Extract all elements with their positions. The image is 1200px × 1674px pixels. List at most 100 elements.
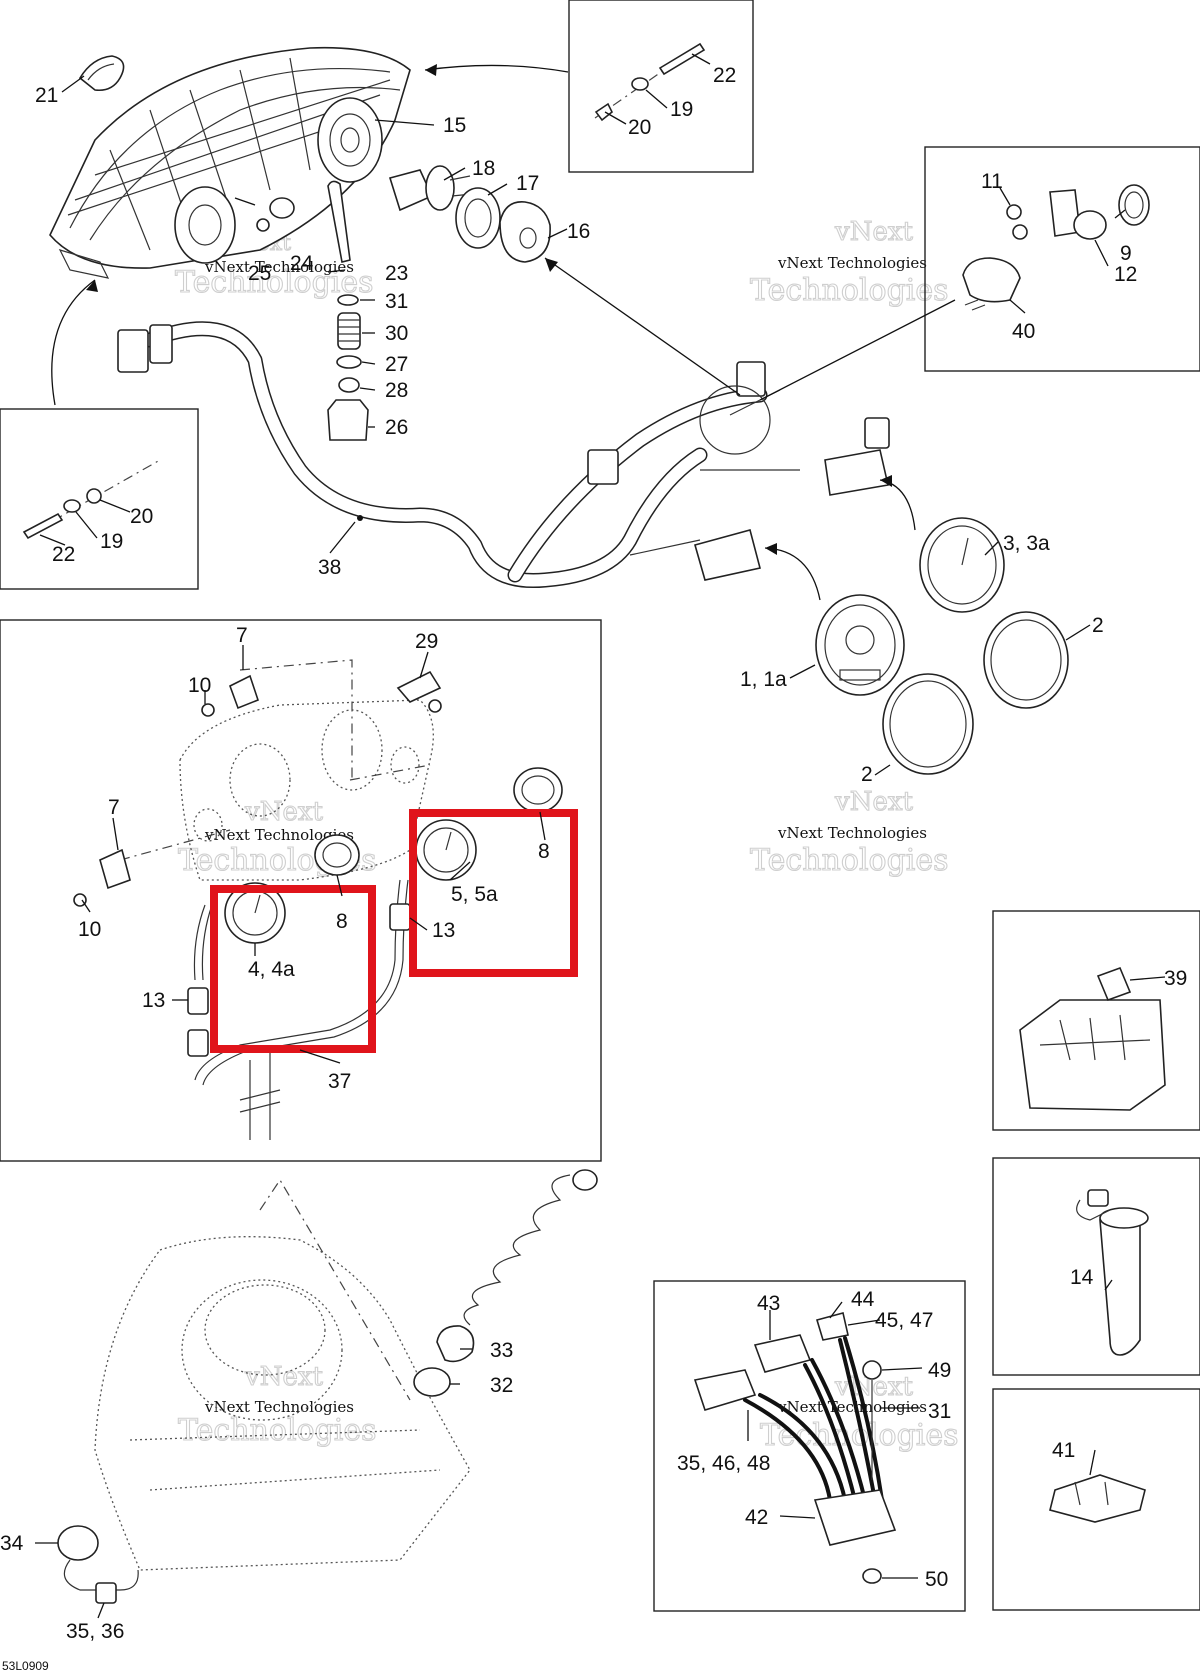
callout-20-left: 20: [130, 505, 153, 528]
callout-24: 24: [290, 252, 314, 275]
detail-box-fuse-box: [992, 910, 1200, 1131]
callout-labels: 21 22 19 20 15 18 17 16 24 25 23 31 30 2…: [0, 64, 1187, 1643]
callout-29: 29: [415, 630, 438, 653]
callout-19-left: 19: [100, 530, 123, 553]
svg-text:vNext Technologies: vNext Technologies: [777, 254, 927, 272]
callout-13-left: 13: [142, 989, 165, 1012]
callout-1-1a: 1, 1a: [740, 668, 787, 691]
detail-box-gauge-panel: [0, 619, 602, 1162]
gauge-harness-37: [187, 879, 411, 1140]
svg-text:Technologies: Technologies: [178, 1413, 377, 1448]
callout-11: 11: [981, 170, 1003, 193]
svg-text:vNext Technologies: vNext Technologies: [204, 258, 354, 276]
svg-text:vNext Technologies: vNext Technologies: [777, 824, 927, 842]
callout-26: 26: [385, 416, 408, 439]
callout-8-right: 8: [538, 840, 550, 863]
callout-3-3a: 3, 3a: [1003, 532, 1050, 555]
lanyard: [413, 1169, 598, 1397]
callout-37: 37: [328, 1070, 351, 1093]
callout-13-right: 13: [432, 919, 455, 942]
svg-text:vNext: vNext: [244, 1362, 323, 1392]
retaining-ring-17: [455, 187, 501, 249]
fuel-sensor: [1076, 1189, 1149, 1356]
detail-box-screws-left: [0, 408, 199, 590]
bezel-ring-right: [983, 611, 1069, 709]
callout-20-top: 20: [628, 116, 651, 139]
callout-2-right: 2: [1092, 614, 1104, 637]
callout-44: 44: [851, 1288, 875, 1311]
detail-box-buzzer: [924, 146, 1200, 372]
svg-text:vNext Technologies: vNext Technologies: [204, 1398, 354, 1416]
callout-25: 25: [248, 262, 271, 285]
ring-8-mid: [314, 834, 360, 876]
headlight-assembly: [49, 46, 411, 279]
callout-19-top: 19: [670, 98, 693, 121]
callout-5-5a: 5, 5a: [451, 883, 498, 906]
callout-8-mid: 8: [336, 910, 348, 933]
callout-31-low: 31: [928, 1400, 951, 1423]
ring-8-right: [513, 767, 563, 813]
watermark-mid-right: vNext Technologies vNext Technologies: [749, 786, 949, 878]
gauge-3: [919, 517, 1005, 613]
bezel-ring-low: [882, 673, 974, 775]
bulb-18: [388, 165, 473, 212]
callout-30: 30: [385, 322, 408, 345]
callout-4-4a: 4, 4a: [248, 958, 295, 981]
callout-10-low: 10: [78, 918, 101, 941]
buzzer-assembly: [962, 184, 1150, 311]
callout-50: 50: [925, 1568, 948, 1591]
svg-text:vNext: vNext: [834, 787, 913, 817]
callout-40: 40: [1012, 320, 1035, 343]
callout-42: 42: [745, 1506, 768, 1529]
callout-15: 15: [443, 114, 466, 137]
callout-7-top: 7: [236, 624, 248, 647]
steering-cover: [94, 1178, 471, 1571]
fuse-box: [1019, 966, 1166, 1111]
callout-28: 28: [385, 379, 408, 402]
callout-10-top: 10: [188, 674, 211, 697]
callout-38: 38: [318, 556, 341, 579]
highlight-gauge-4: [210, 885, 376, 1053]
regulator-assembly: [693, 1312, 897, 1584]
callout-35-46-48: 35, 46, 48: [677, 1452, 770, 1475]
watermark-bottom-left: vNext Technologies vNext Technologies: [177, 1361, 377, 1448]
callout-18: 18: [472, 157, 495, 180]
detail-box-buzzer-connector: [992, 1388, 1200, 1611]
callout-43: 43: [757, 1292, 780, 1315]
svg-text:vNext Technologies: vNext Technologies: [204, 826, 354, 844]
callout-22-left: 22: [52, 543, 75, 566]
callout-41: 41: [1052, 1439, 1075, 1462]
callout-23: 23: [385, 262, 408, 285]
callout-7-low: 7: [108, 796, 120, 819]
gauge-panel: [73, 659, 442, 907]
callout-21: 21: [35, 84, 58, 107]
clip-21: [78, 55, 125, 92]
watermark-top-right: vNext Technologies vNext Technologies: [749, 216, 949, 308]
highlight-gauge-5: [409, 809, 578, 977]
connector-41: [1049, 1474, 1146, 1523]
switch-34: [57, 1525, 139, 1604]
callout-34: 34: [0, 1532, 24, 1555]
svg-text:vNext: vNext: [834, 217, 913, 247]
callout-35-36: 35, 36: [66, 1620, 124, 1643]
callout-45-47: 45, 47: [875, 1309, 933, 1332]
callout-33: 33: [490, 1339, 513, 1362]
wiring-harness-38: [117, 321, 890, 589]
callout-27: 27: [385, 353, 408, 376]
svg-text:vNext: vNext: [244, 797, 323, 827]
detail-box-fuel-sensor: [992, 1157, 1200, 1376]
callout-2-low: 2: [861, 763, 873, 786]
leader-lines: [35, 53, 1166, 1619]
gauge-5: [415, 819, 477, 881]
callout-14: 14: [1070, 1266, 1094, 1289]
svg-text:Technologies: Technologies: [750, 843, 949, 878]
detail-box-regulator: [653, 1280, 966, 1612]
svg-text:vNext Technologies: vNext Technologies: [777, 1398, 927, 1416]
screw-set-left: [22, 459, 161, 540]
callout-16: 16: [567, 220, 590, 243]
adjuster-stack: [256, 180, 369, 441]
screw-set-top: [594, 42, 706, 122]
callout-39: 39: [1164, 967, 1187, 990]
callout-9: 9: [1120, 242, 1132, 265]
